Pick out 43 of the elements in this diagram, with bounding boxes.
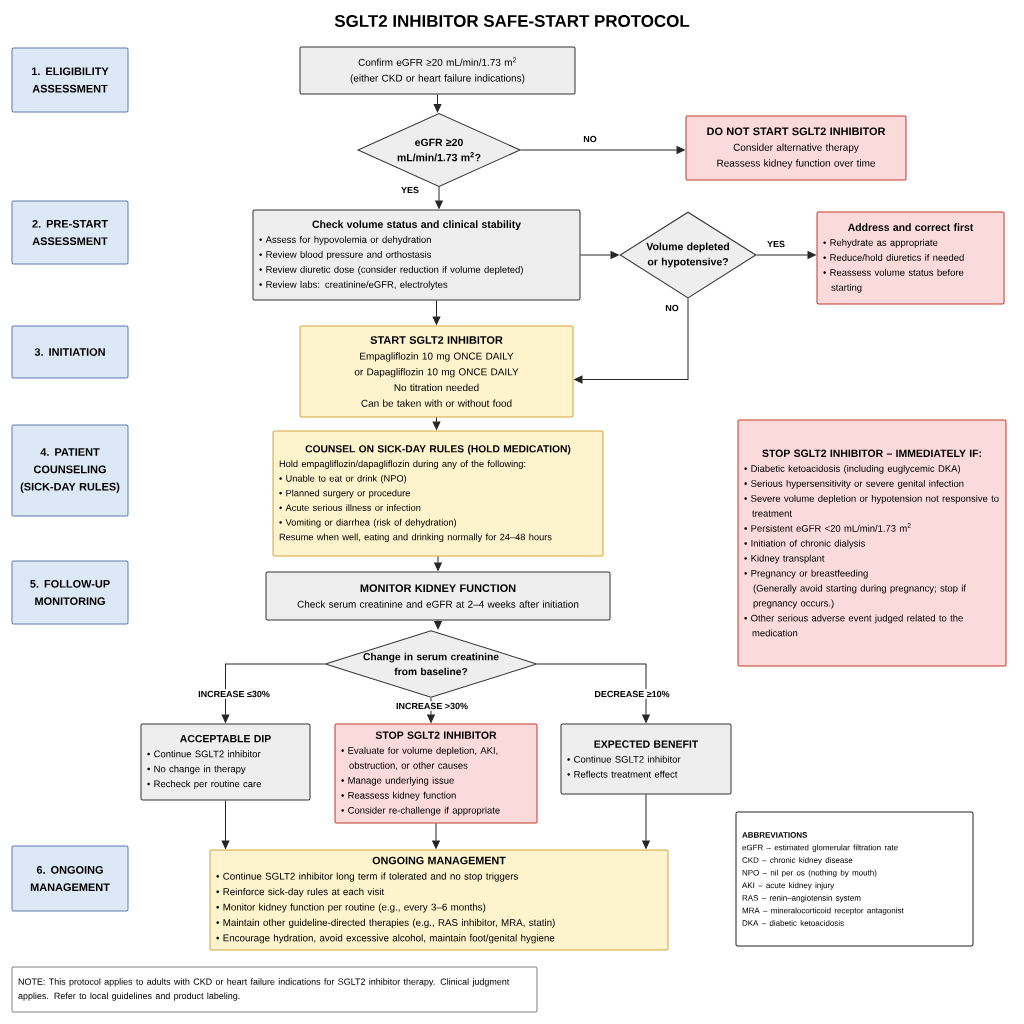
arrow	[574, 298, 689, 384]
process-box: MONITOR KIDNEY FUNCTION Check serum creatinine and eGFR at 2–4 weeks after initiation	[265, 571, 611, 621]
step-box: 5. FOLLOW-UP MONITORING	[11, 560, 129, 625]
arrow	[427, 697, 435, 723]
process-box: START SGLT2 INHIBITOR Empagliflozin 10 mg ONCE DAILY or Dapagliflozin 10 mg ONCE DAILY No titration needed Can be taken with or without food	[299, 325, 574, 418]
process-box: Confirm eGFR ≥20 mL/min/1.73 m$^{2}$ (either CKD or heart failure indications)	[299, 46, 576, 95]
edge-label: DECREASE ≥10%	[592, 689, 672, 699]
arrow	[432, 823, 440, 849]
edge-label: YES	[399, 185, 421, 195]
process-box: Check volume status and clinical stability • Assess for hypovolemia or dehydration • Review blood pressure and orthostasis • Review diuretic dose (consider reduction if volume depleted) • Review labs: creatinine/eGFR, electrolytes	[252, 209, 581, 301]
step-box: 2. PRE-START ASSESSMENT	[11, 200, 129, 265]
warning-box: DO NOT START SGLT2 INHIBITOR Consider alternative therapy Reassess kidney function over time	[685, 115, 907, 181]
arrow	[434, 556, 442, 571]
process-box: ACCEPTABLE DIP • Continue SGLT2 inhibitor • No change in therapy • Recheck per routine care	[140, 723, 311, 801]
title: SGLT2 INHIBITOR SAFE-START PROTOCOL	[334, 15, 690, 27]
arrow	[432, 417, 441, 430]
arrow	[536, 663, 650, 723]
edge-label: NO	[663, 303, 681, 313]
arrow	[221, 663, 326, 723]
arrow	[520, 146, 685, 154]
arrow	[756, 251, 816, 259]
process-box: COUNSEL ON SICK-DAY RULES (HOLD MEDICATION) Hold empagliflozin/dapagliflozin during any of the following: • Unable to eat or drink (NPO) • Planned surgery or procedure • Acute serious illness or infection • Vomiting or diarrhea (risk of dehydration) Resume when well, eating and drinking normally for 24–48 hours	[272, 430, 604, 557]
process-box: EXPECTED BENEFIT • Continue SGLT2 inhibitor • Reflects treatment effect	[560, 723, 732, 795]
warning-box: Address and correct first • Rehydrate as appropriate • Reduce/hold diuretics if needed • Reassess volume status before starting	[816, 211, 1005, 305]
arrow	[433, 94, 442, 113]
step-box: 4. PATIENT COUNSELING (SICK-DAY RULES)	[11, 424, 129, 517]
note-box: NOTE: This protocol applies to adults with CKD or heart failure indications for SGLT2 inhibitor therapy. Clinical judgment applies. Refer to local guidelines and product labeling.	[11, 966, 538, 1013]
arrow	[580, 251, 619, 259]
step-box: 3. INITIATION	[11, 325, 129, 379]
edge-label: INCREASE >30%	[394, 701, 470, 711]
arrow	[432, 300, 441, 325]
warning-box: STOP SGLT2 INHIBITOR – IMMEDIATELY IF: • Diabetic ketoacidosis (including euglycemic DKA) • Serious hypersensitivity or severe genital infection • Severe volume depletion or hypotension not responsive to treatment • Persistent eGFR <20 mL/min/1.73 m$^{2}$ • Initiation of chronic dialysis • Kidney transplant • Pregnancy or breastfeeding (Generally avoid starting during pregnancy; stop if pregnancy occurs.) • Other serious adverse event judged related to the medication	[737, 419, 1007, 667]
arrow	[221, 800, 230, 849]
edge-label: NO	[581, 134, 599, 144]
arrow	[435, 186, 443, 209]
arrow	[642, 794, 650, 849]
arrow	[434, 620, 442, 630]
process-box: ONGOING MANAGEMENT • Continue SGLT2 inhibitor long term if tolerated and no stop triggers • Reinforce sick-day rules at each visit • Monitor kidney function per routine (e.g., every 3–6 months) • Maintain other guideline-directed therapies (e.g., RAS inhibitor, MRA, statin) • Encourage hydration, avoid excessive alcohol, maintain foot/genital hygiene	[209, 849, 669, 951]
edge-label: YES	[765, 239, 787, 249]
step-box: 1. ELIGIBILITY ASSESSMENT	[11, 47, 129, 113]
step-box: 6. ONGOING MANAGEMENT	[11, 845, 129, 912]
edge-label: INCREASE ≤30%	[196, 689, 272, 699]
warning-box: STOP SGLT2 INHIBITOR • Evaluate for volume depletion, AKI, obstruction, or other causes • Manage underlying issue • Reassess kidney function • Consider re-challenge if appropriate	[334, 723, 538, 824]
